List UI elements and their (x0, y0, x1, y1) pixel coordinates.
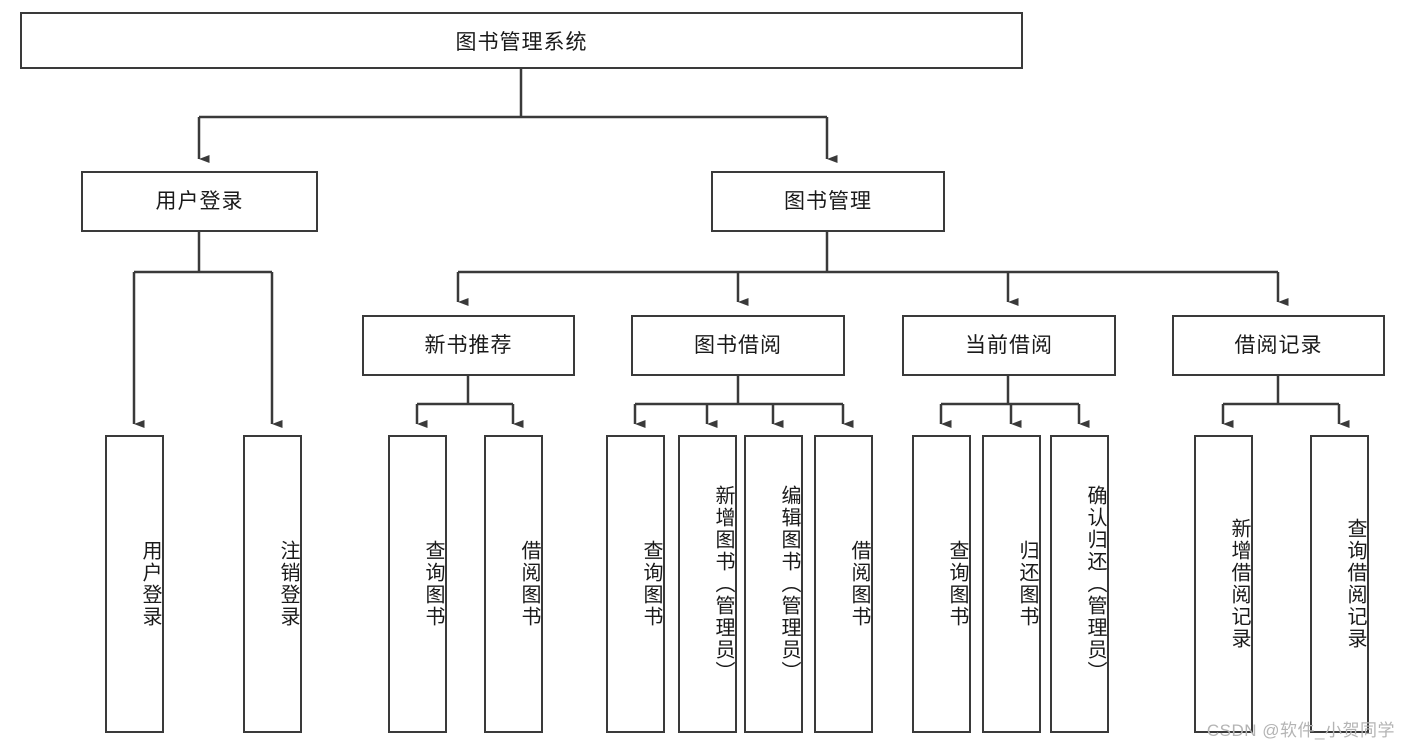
csdn-watermark: CSDN @软件_小贺同学 (1206, 721, 1395, 740)
leaf-borrow-book-recommend[interactable]: 借阅图书 (484, 435, 543, 733)
leaf-label: 查询图书 (640, 540, 662, 628)
leaf-query-borrow-record[interactable]: 查询借阅记录 (1310, 435, 1369, 733)
leaf-label: 新增图书（管理员） (712, 485, 734, 683)
leaf-logout[interactable]: 注销登录 (243, 435, 302, 733)
leaf-label: 确认归还（管理员） (1084, 485, 1106, 683)
leaf-borrow-book[interactable]: 借阅图书 (814, 435, 873, 733)
leaf-label: 借阅图书 (848, 540, 870, 628)
leaf-add-borrow-record[interactable]: 新增借阅记录 (1194, 435, 1253, 733)
leaf-label: 归还图书 (1016, 540, 1038, 628)
leaf-return-book[interactable]: 归还图书 (982, 435, 1041, 733)
leaf-label: 借阅图书 (518, 540, 540, 628)
leaf-label: 查询图书 (422, 540, 444, 628)
node-new-book-recommend[interactable]: 新书推荐 (362, 315, 575, 376)
leaf-query-book-current[interactable]: 查询图书 (912, 435, 971, 733)
node-book-management[interactable]: 图书管理 (711, 171, 945, 232)
leaf-query-book-recommend[interactable]: 查询图书 (388, 435, 447, 733)
leaf-label: 新增借阅记录 (1228, 518, 1250, 650)
leaf-add-book-admin[interactable]: 新增图书（管理员） (678, 435, 737, 733)
leaf-label: 编辑图书（管理员） (778, 485, 800, 683)
leaf-label: 注销登录 (277, 540, 299, 628)
leaf-confirm-return-admin[interactable]: 确认归还（管理员） (1050, 435, 1109, 733)
leaf-query-book-borrow[interactable]: 查询图书 (606, 435, 665, 733)
node-current-borrow[interactable]: 当前借阅 (902, 315, 1116, 376)
leaf-user-login[interactable]: 用户登录 (105, 435, 164, 733)
node-user-login[interactable]: 用户登录 (81, 171, 318, 232)
leaf-edit-book-admin[interactable]: 编辑图书（管理员） (744, 435, 803, 733)
node-borrow-record[interactable]: 借阅记录 (1172, 315, 1385, 376)
leaf-label: 用户登录 (139, 540, 161, 628)
node-root-system[interactable]: 图书管理系统 (20, 12, 1023, 69)
leaf-label: 查询图书 (946, 540, 968, 628)
node-book-borrow[interactable]: 图书借阅 (631, 315, 845, 376)
leaf-label: 查询借阅记录 (1344, 518, 1366, 650)
